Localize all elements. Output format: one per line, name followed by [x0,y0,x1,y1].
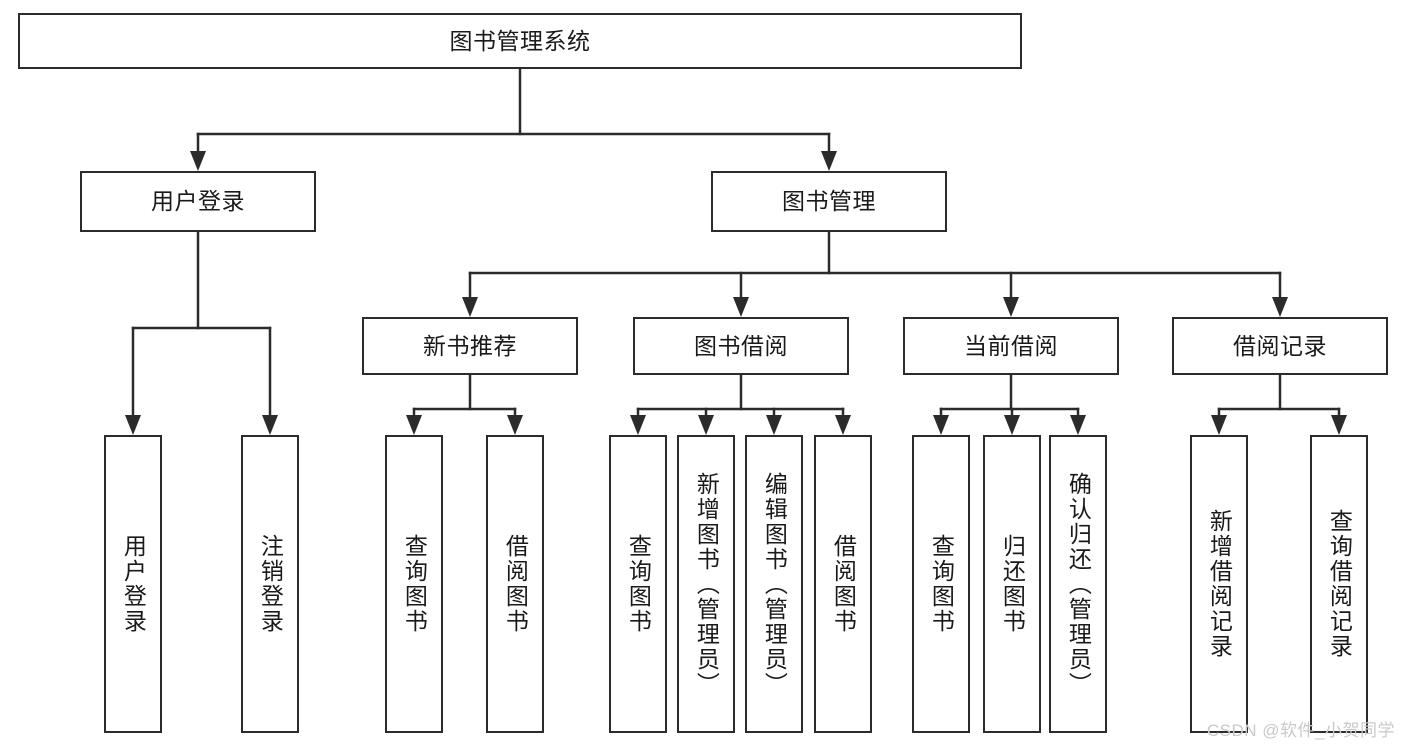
arrowhead-icon [1070,415,1086,435]
arrowhead-icon [406,415,422,435]
node-user-login[interactable]: 用户登录 [80,171,316,232]
arrowhead-icon [1003,297,1019,317]
node-label: 图书管理 [782,188,876,215]
node-label: 当前借阅 [964,332,1058,359]
node-label: 用户登录 [120,534,147,634]
node-new-book-rec[interactable]: 新书推荐 [362,317,578,375]
arrowhead-icon [462,297,478,317]
node-label: 图书借阅 [694,332,788,359]
node-leaf-logout[interactable]: 注销登录 [241,435,299,733]
node-book-borrow[interactable]: 图书借阅 [633,317,849,375]
arrowhead-icon [766,415,782,435]
arrowhead-icon [1004,415,1020,435]
node-leaf-return[interactable]: 归还图书 [983,435,1041,733]
node-label: 新增图书（管理员） [693,471,720,697]
node-leaf-user-login[interactable]: 用户登录 [104,435,162,733]
node-label: 查询图书 [401,534,428,634]
node-label: 查询借阅记录 [1326,509,1353,659]
arrowhead-icon [125,415,141,435]
node-leaf-borrow-1[interactable]: 借阅图书 [486,435,544,733]
arrowhead-icon [190,151,206,171]
node-label: 借阅图书 [502,534,529,634]
arrowhead-icon [1331,415,1347,435]
node-leaf-add-rec[interactable]: 新增借阅记录 [1190,435,1248,733]
node-leaf-query-1[interactable]: 查询图书 [385,435,443,733]
node-leaf-edit-book[interactable]: 编辑图书（管理员） [745,435,803,733]
arrowhead-icon [1272,297,1288,317]
arrowhead-icon [1211,415,1227,435]
node-leaf-query-2[interactable]: 查询图书 [609,435,667,733]
arrowhead-icon [698,415,714,435]
node-label: 新增借阅记录 [1206,509,1233,659]
node-leaf-query-3[interactable]: 查询图书 [912,435,970,733]
node-label: 编辑图书（管理员） [761,471,788,697]
node-borrow-record[interactable]: 借阅记录 [1172,317,1388,375]
arrowhead-icon [507,415,523,435]
arrowhead-icon [630,415,646,435]
node-label: 借阅记录 [1233,332,1327,359]
csdn-watermark: CSDN @软件_小贺同学 [1206,721,1395,740]
node-label: 用户登录 [151,188,245,215]
node-label: 图书管理系统 [449,27,591,54]
arrowhead-icon [835,415,851,435]
node-label: 新书推荐 [423,332,517,359]
node-label: 确认归还（管理员） [1065,471,1092,697]
node-label: 查询图书 [625,534,652,634]
arrowhead-icon [821,151,837,171]
arrowhead-icon [733,297,749,317]
node-current-borrow[interactable]: 当前借阅 [903,317,1119,375]
node-book-manage[interactable]: 图书管理 [711,171,947,232]
node-label: 借阅图书 [830,534,857,634]
node-leaf-confirm[interactable]: 确认归还（管理员） [1049,435,1107,733]
node-label: 归还图书 [999,534,1026,634]
node-leaf-borrow-2[interactable]: 借阅图书 [814,435,872,733]
arrowhead-icon [933,415,949,435]
node-leaf-query-rec[interactable]: 查询借阅记录 [1310,435,1368,733]
arrowhead-icon [262,415,278,435]
node-label: 注销登录 [257,534,284,634]
node-label: 查询图书 [928,534,955,634]
node-leaf-add-book[interactable]: 新增图书（管理员） [677,435,735,733]
node-root[interactable]: 图书管理系统 [18,13,1022,69]
